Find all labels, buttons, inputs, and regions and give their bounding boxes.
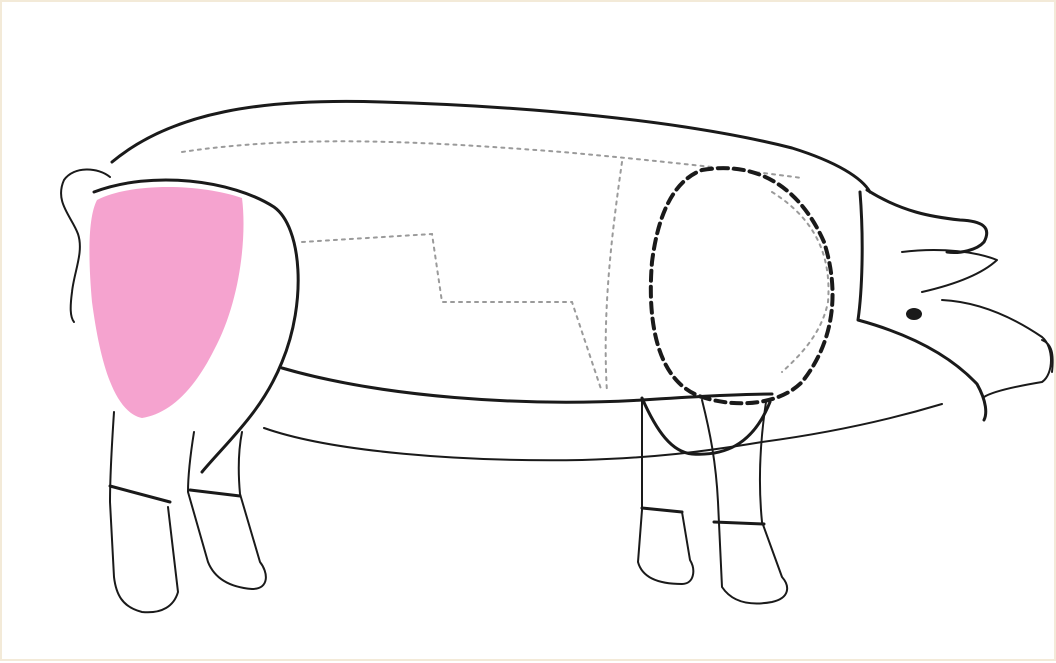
- pig-eye: [906, 308, 922, 320]
- cut-line-back: [182, 141, 802, 178]
- ear-outline: [902, 250, 997, 292]
- cut-line-vertical: [606, 162, 622, 392]
- snout-outline: [942, 300, 1051, 397]
- fore-shank-band-back: [642, 508, 682, 512]
- cut-line-loin: [302, 234, 602, 392]
- lower-belly-line: [264, 404, 942, 460]
- shoulder-cut-outline: [651, 168, 833, 403]
- fore-shank-band-front: [714, 522, 764, 524]
- head-outline: [867, 190, 987, 253]
- body-outline: [112, 101, 870, 192]
- hind-hock-band: [110, 486, 170, 502]
- fore-leg-back: [638, 398, 693, 584]
- fore-leg-front: [702, 400, 787, 603]
- hind-leg-back: [110, 412, 178, 612]
- fore-upper-leg: [642, 398, 770, 454]
- jowl-separator: [858, 192, 986, 420]
- ham-cut-highlight: [89, 187, 243, 418]
- hind-front-band: [190, 490, 240, 496]
- cut-line-shoulder: [772, 192, 829, 372]
- hind-leg-front: [188, 432, 266, 589]
